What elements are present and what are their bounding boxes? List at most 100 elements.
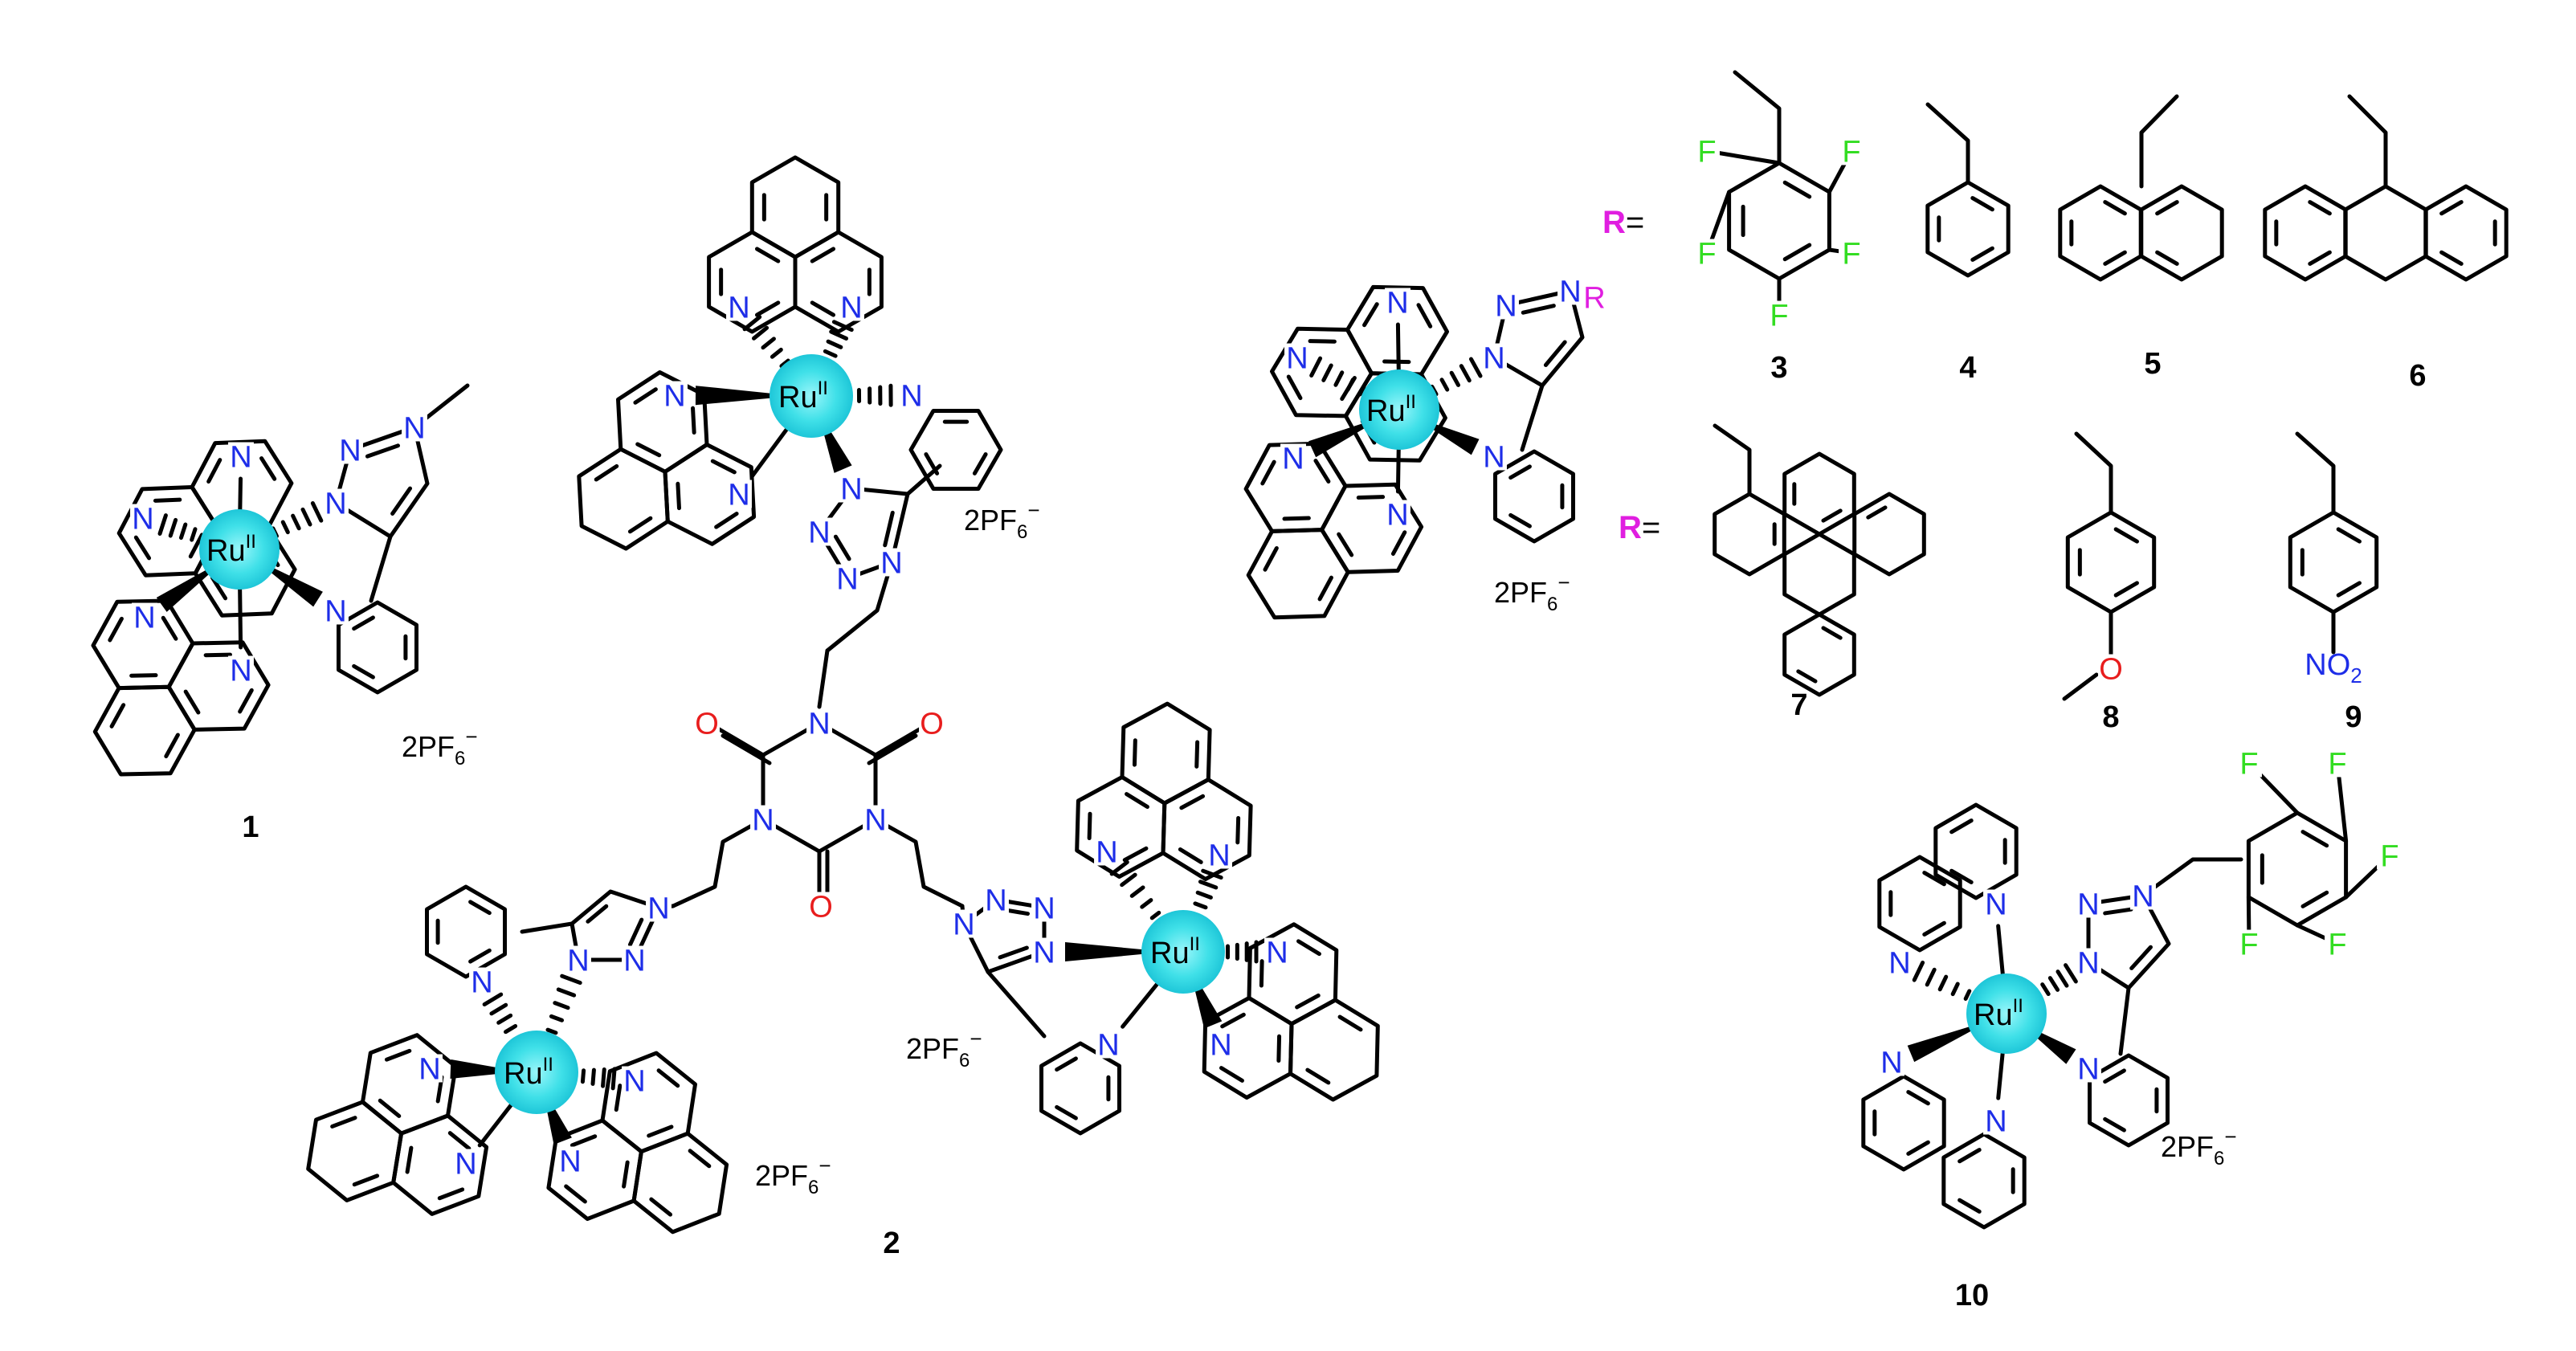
double-bond [572, 1137, 594, 1145]
counterion-superscript: − [970, 1027, 982, 1051]
oxidation-state: II [246, 531, 256, 553]
hashed-bond [1348, 380, 1353, 390]
hashed-bond [825, 351, 835, 356]
atom-label: N [900, 380, 922, 414]
atom-label: N [1033, 937, 1055, 970]
atom-label: N [1880, 1047, 1902, 1080]
hashed-bond [558, 990, 574, 995]
atom-label: F [1842, 238, 1860, 271]
hashed-bond [170, 520, 175, 536]
hashed-bond [2043, 985, 2048, 994]
atom-label: N [418, 1053, 440, 1087]
hashed-bond [1461, 366, 1469, 381]
double-bond [2310, 252, 2330, 263]
double-bond [1358, 497, 1382, 498]
double-bond [2442, 252, 2462, 263]
biaryl-bond [988, 972, 1044, 1036]
double-bond [1365, 304, 1378, 325]
double-bond [1182, 796, 1203, 807]
hashed-bond [2058, 972, 2067, 986]
r-group-label: R= [1602, 205, 1644, 240]
atom-label: O [695, 708, 719, 741]
carbonyl [876, 728, 922, 755]
hashed-bond [1152, 912, 1158, 917]
c2-linker-right [876, 819, 962, 906]
atom-label: N [471, 966, 492, 1000]
atom-label: N [1386, 287, 1408, 320]
counterion-subscript: 6 [455, 748, 465, 769]
double-bond [1511, 515, 1530, 526]
atom-label: N [953, 908, 974, 942]
r9-ch2 [2297, 434, 2333, 512]
double-bond [2116, 583, 2137, 595]
hashed-bond [293, 516, 300, 529]
double-bond [1823, 628, 1840, 638]
atom-label: N [133, 602, 155, 635]
counterion-superscript: − [465, 724, 477, 749]
double-bond [1511, 467, 1530, 478]
compound-number: 8 [2102, 700, 2119, 734]
atom-label: N [230, 655, 251, 688]
hashed-bond [1132, 888, 1143, 896]
atom-label: N [2077, 888, 2099, 922]
double-bond [659, 1071, 678, 1086]
double-bond [2158, 202, 2178, 214]
double-bond [1785, 245, 1810, 259]
double-bond [1973, 198, 1993, 210]
oxidation-state: II [543, 1054, 553, 1075]
double-bond [835, 537, 849, 559]
hashed-bond [1471, 359, 1480, 376]
r7-pyrenyl-ring [1855, 494, 1925, 574]
atom-label: N [1483, 342, 1504, 376]
double-bond [1221, 1068, 1242, 1081]
atom-label: N [623, 1065, 645, 1099]
hashed-bond [492, 1005, 506, 1014]
hashed-bond [1442, 380, 1447, 390]
hashed-bond [506, 1026, 516, 1031]
c2c-phen-right-ring [1291, 1000, 1378, 1100]
double-bond [649, 1127, 672, 1136]
double-bond [1909, 1142, 1929, 1153]
double-bond [380, 1100, 399, 1116]
r-group-equals: = [1626, 205, 1644, 240]
double-bond [812, 303, 833, 315]
compound-number: 7 [1790, 688, 1807, 722]
double-bond [1197, 742, 1198, 766]
compound-number: 4 [1959, 351, 1976, 385]
counterion-label: 2PF6− [964, 498, 1040, 543]
atom-label: F [2239, 929, 2258, 962]
double-bond [1279, 1036, 1280, 1060]
double-bond [1868, 508, 1885, 517]
double-bond [2105, 252, 2125, 263]
double-bond [2310, 202, 2330, 214]
r-group-equals: = [1642, 510, 1660, 545]
hashed-bond [1914, 962, 1922, 980]
double-bond [1288, 377, 1300, 398]
hashed-bond [613, 1069, 614, 1088]
atom-label: F [2239, 748, 2258, 782]
o-methyl-bond [2064, 675, 2096, 699]
double-bond [2158, 252, 2178, 263]
double-bond [112, 705, 124, 727]
hashed-bond [1195, 904, 1206, 908]
counterion-superscript: − [1557, 570, 1570, 594]
double-bond [367, 446, 398, 456]
double-bond [974, 455, 986, 474]
compound-number: 2 [883, 1227, 900, 1260]
double-bond [209, 460, 220, 482]
atom-label: F [1770, 300, 1788, 333]
hashed-bond [1142, 900, 1151, 907]
atom-label: N [325, 488, 346, 521]
carbonyl [716, 728, 763, 755]
atom-label: N [325, 595, 346, 629]
double-bond [1263, 462, 1274, 484]
double-bond [1925, 923, 1945, 934]
double-bond [757, 303, 778, 315]
double-bond [690, 1151, 709, 1166]
atom-label: N [2077, 947, 2099, 981]
r5-naphthyl-ring [2141, 186, 2222, 280]
hashed-bond [1927, 969, 1934, 985]
double-bond [2338, 529, 2359, 541]
atom-label: F [1697, 238, 1716, 271]
